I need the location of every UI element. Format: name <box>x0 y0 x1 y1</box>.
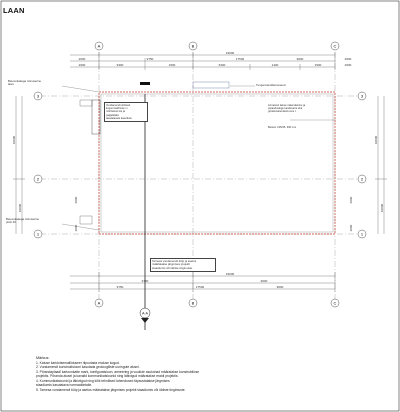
notes-item: staadiumis kasutatava normaaldetaile. <box>36 383 93 387</box>
section-mark-arrow <box>141 318 149 323</box>
grid-bubbles-sides: 3 2 1 3 2 1 <box>33 91 367 239</box>
dim-left-1: 10000 <box>12 135 16 144</box>
section-mark: A-A <box>139 307 151 323</box>
dim-right-inner-2: 2000 <box>349 224 353 231</box>
grid-bubble-3-left <box>33 91 43 101</box>
leader-lines <box>61 85 335 231</box>
annotation-bottom-box: Tarnesa vundamendi tüüp ja asetus määrla… <box>150 258 216 273</box>
dim-top-small-l1: 2000 <box>79 57 86 61</box>
leader-bottom-left <box>61 223 100 231</box>
notes-item: projektis. Põranda alusel ja kanalid kom… <box>36 374 179 378</box>
grid-label-b-bottom: B <box>192 301 195 306</box>
dim-bottom-b1: 9750 <box>117 285 124 289</box>
dim-left-inner-1: 6000 <box>74 196 78 203</box>
grid-bubbles-bottom: A B C <box>94 298 340 308</box>
dim-top-a2: 17500 <box>236 57 245 61</box>
annotation-right-mid: Betoon C35/45, 300 mm <box>268 126 297 129</box>
dim-right-1: 10000 <box>374 135 378 144</box>
grid-bubble-b-bottom <box>188 298 198 308</box>
column-box-a <box>91 99 101 135</box>
dim-right-inner-1: 6000 <box>349 196 353 203</box>
dim-top-overall: 19000 <box>226 51 235 55</box>
dim-top-b3: 6300 <box>219 63 226 67</box>
annotation-right-upper: Armatuuri laiuse rakendamine ja parandus… <box>268 104 306 114</box>
grid-label-2-right: 2 <box>361 177 364 182</box>
notes-block: Märkus: 1. Katuse karidotsemailiiduseer … <box>36 356 266 392</box>
grid-bubbles-top: A B C <box>94 41 340 51</box>
dim-bottom-a2: 9000 <box>261 279 268 283</box>
grid-label-c-bottom: C <box>334 301 337 306</box>
dim-chains-sides <box>13 96 387 234</box>
dim-top-a1: 9750 <box>147 57 154 61</box>
grid-label-3-right: 3 <box>361 94 364 99</box>
grid-bubble-1-left <box>33 229 43 239</box>
footing-top-mid <box>192 81 230 89</box>
annotation-column-box: Vundamendi ehitised, koguni keldrisse m … <box>104 102 148 123</box>
dim-bottom-b2: 17500 <box>196 285 205 289</box>
grid-bubble-b-top <box>188 41 198 51</box>
leader-top-left <box>61 85 100 93</box>
dim-left-inner-2: 2000 <box>74 224 78 231</box>
footing-black-marker <box>140 82 150 85</box>
grid-bubble-a-bottom <box>94 298 104 308</box>
dim-chains-top <box>70 52 336 70</box>
annotation-top-mid: Tunga krantidetoonetud. <box>256 83 287 87</box>
dim-bottom-overall: 19000 <box>226 272 235 276</box>
grid-bubble-c-bottom <box>330 298 340 308</box>
dim-top-b2: 1500 <box>169 63 176 67</box>
dim-bottom-b3: 9000 <box>277 285 284 289</box>
grid-bubble-2-right <box>357 174 367 184</box>
notes-item: 1. Katuse karidotsemailiiduseer riipuota… <box>36 360 120 365</box>
grid-bubble-a-top <box>94 41 104 51</box>
slab-outline <box>100 93 334 233</box>
grid-label-1-left: 1 <box>37 232 40 237</box>
dim-top-b5: 1500 <box>315 63 322 67</box>
dim-right-2: 10000 <box>380 203 384 212</box>
notes-item: 4. Kommunikatsioonid ja läbiviigud ning … <box>36 378 170 383</box>
notes-item: 2. Vundamendi konstruktsiooni kasutada g… <box>36 365 140 369</box>
building-outline <box>98 91 336 235</box>
left-detail-bottom <box>79 215 93 225</box>
dim-top-a3: 9000 <box>297 57 304 61</box>
dim-top-small-r1: 2000 <box>345 57 352 61</box>
dim-texts-bottom: 19000 9750 9000 9750 17500 9000 <box>117 272 284 289</box>
grid-label-b-top: B <box>192 44 195 49</box>
grid-bubble-c-top <box>330 41 340 51</box>
annotation-top-left: Betoonkattega miinuserine laius <box>8 79 42 87</box>
dim-chains-bottom <box>70 272 336 292</box>
section-mark-label: A-A <box>142 312 148 316</box>
annotation-left-lower: Betoonkattega miinuserine püsti 40 <box>6 217 40 225</box>
grid-label-a-top: A <box>98 44 101 49</box>
dim-top-b4: 1400 <box>272 63 279 67</box>
drawing-title: LAAN <box>3 6 25 15</box>
notes-item: 5. Tarnesa vundamendi tüüp ja asetus mää… <box>36 387 186 392</box>
grid-label-a-bottom: A <box>98 301 101 306</box>
grid-label-3-left: 3 <box>37 94 40 99</box>
notes-title: Märkus: <box>36 356 50 360</box>
dim-top-b1: 9300 <box>117 63 124 67</box>
grid-bubble-2-left <box>33 174 43 184</box>
dim-left-2: 10000 <box>18 203 22 212</box>
grid-label-c-top: C <box>334 44 337 49</box>
grid-bubble-1-right <box>357 229 367 239</box>
notes-item: 3. Põrandaplaadi kartoonkatte mark, konf… <box>36 369 200 374</box>
grid-bubble-3-right <box>357 91 367 101</box>
grid-label-1-right: 1 <box>361 232 364 237</box>
grid-label-2-left: 2 <box>37 177 40 182</box>
dim-top-small-r2: 2000 <box>345 63 352 67</box>
left-detail-top <box>79 99 93 107</box>
dim-top-small-l2: 2000 <box>79 63 86 67</box>
dim-texts-top: 19000 9750 17500 9000 9300 1500 6300 140… <box>79 51 352 67</box>
dim-texts-sides: 10000 10000 6000 2000 10000 10000 6000 2… <box>12 135 384 231</box>
